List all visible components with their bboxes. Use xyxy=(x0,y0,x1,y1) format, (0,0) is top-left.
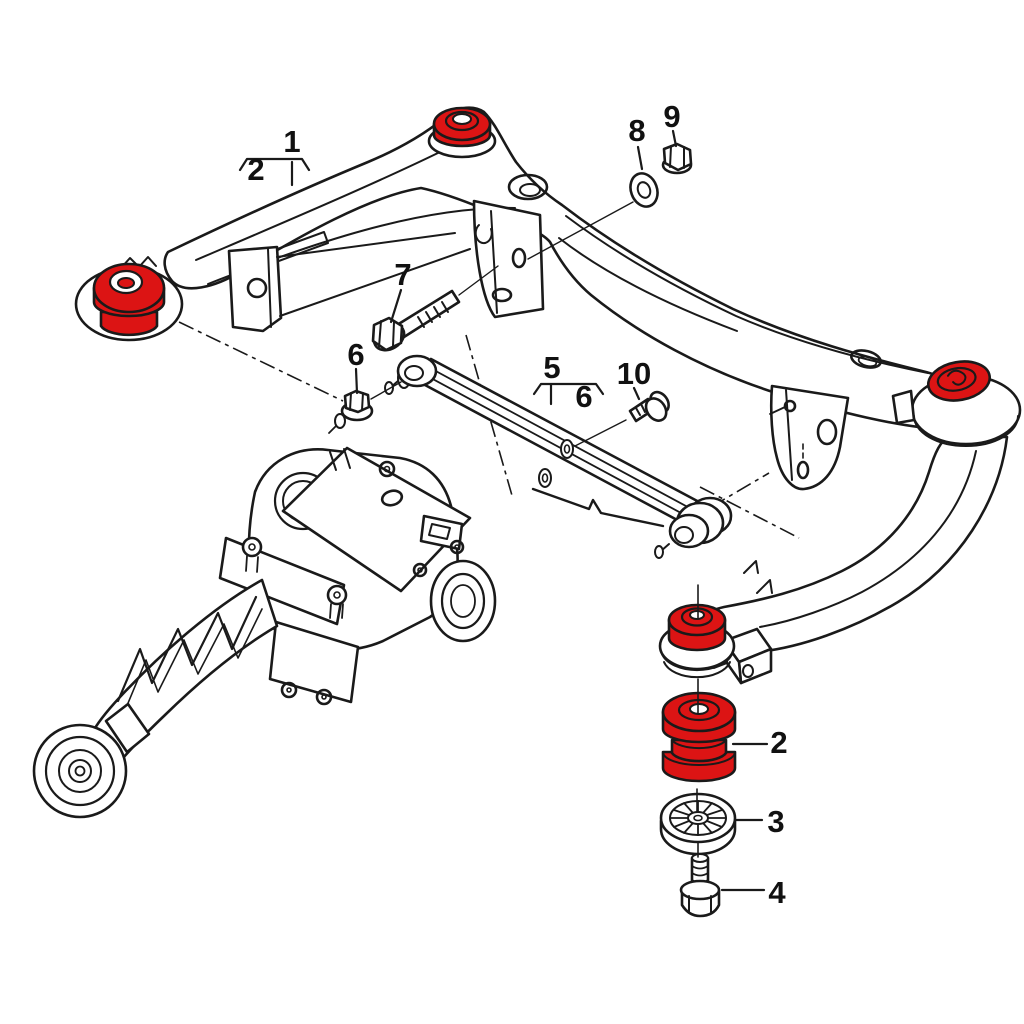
beam-bracket-right xyxy=(769,384,850,491)
callout-4: 4 xyxy=(768,875,786,910)
nut-6 xyxy=(328,381,402,434)
bushing-right xyxy=(926,360,992,402)
leader-7 xyxy=(389,288,403,324)
callout-2b: 2 xyxy=(770,725,787,760)
assembly-axis xyxy=(696,584,699,858)
bracket-5-6 xyxy=(532,382,605,396)
bushing-top-center xyxy=(427,106,497,159)
beam-oval-hole xyxy=(850,349,882,369)
callout-5: 5 xyxy=(543,350,560,385)
callout-2: 2 xyxy=(247,152,264,187)
bolt-7 xyxy=(371,265,499,352)
beam-hole xyxy=(507,173,549,201)
bushing-lower-right xyxy=(663,603,731,679)
callout-6b: 6 xyxy=(575,379,592,414)
callout-1: 1 xyxy=(283,124,300,159)
callout-3: 3 xyxy=(767,804,784,839)
callout-leaders xyxy=(238,129,769,892)
diagram-lines xyxy=(32,106,1022,918)
callout-6a: 6 xyxy=(347,337,364,372)
callout-7: 7 xyxy=(394,257,411,292)
output-flange xyxy=(429,559,497,643)
bolt-head xyxy=(371,316,404,352)
bracket-1-2 xyxy=(238,157,311,172)
bolt-10 xyxy=(574,390,670,447)
bushing-front-left xyxy=(74,256,184,342)
link-arm xyxy=(384,354,733,559)
nut-hex xyxy=(662,142,693,172)
clamp-plate xyxy=(218,536,346,626)
centerline xyxy=(151,308,344,402)
centerline xyxy=(465,334,514,500)
leader-10 xyxy=(632,386,641,401)
lower-mount-plate xyxy=(268,620,360,704)
beam-bracket-left xyxy=(227,232,471,333)
bushing-spool-part2 xyxy=(661,691,737,783)
stabilizer-wire xyxy=(531,487,665,528)
bolt-part4 xyxy=(679,853,721,918)
callout-8: 8 xyxy=(628,113,645,148)
leader-6a xyxy=(354,367,359,395)
leader-8 xyxy=(636,145,644,171)
washer-8 xyxy=(527,172,659,260)
differential-cover-plate xyxy=(281,446,472,593)
nut-9 xyxy=(661,142,693,175)
callout-10: 10 xyxy=(617,356,651,391)
leader-9 xyxy=(671,129,678,148)
beam-bracket-mid xyxy=(472,199,545,319)
tube-end-flange xyxy=(32,723,128,819)
centerline xyxy=(699,486,800,539)
nut-hex xyxy=(343,389,371,414)
washer-part3 xyxy=(659,792,737,856)
callout-labels: 1 2 5 6 10 7 6 8 9 2 3 4 xyxy=(247,99,787,910)
differential xyxy=(32,446,497,819)
callout-9: 9 xyxy=(663,99,680,134)
